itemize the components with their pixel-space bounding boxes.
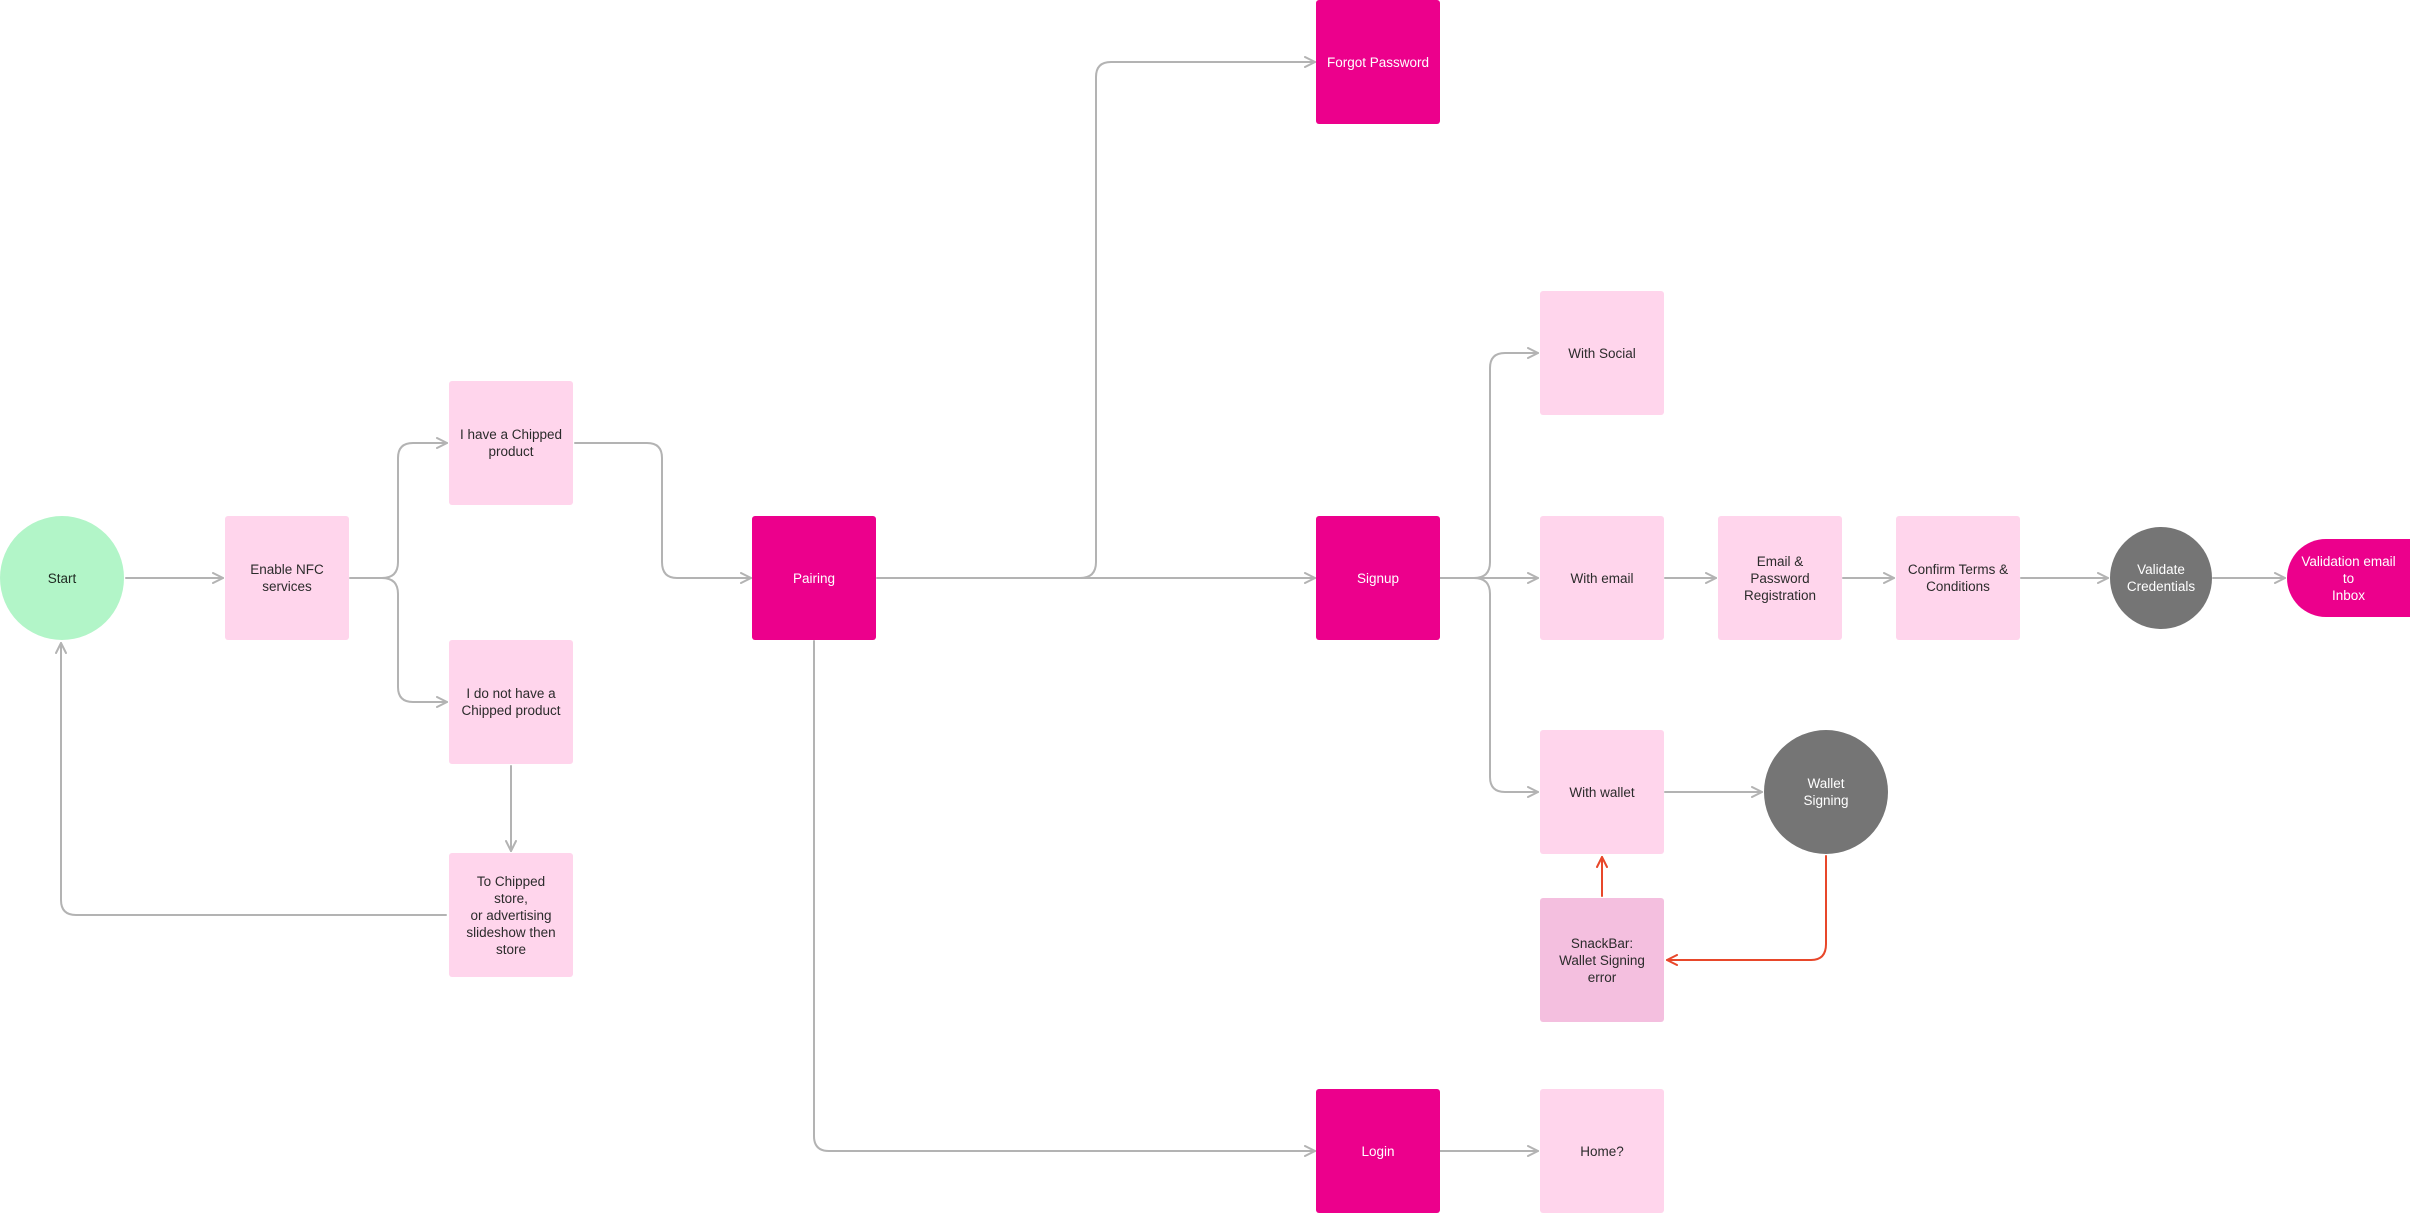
node-chipped-store-label: To Chipped store, or advertising slidesh… xyxy=(466,873,556,957)
node-with-email-label: With email xyxy=(1570,570,1634,586)
edge-wallet-signing-snackbar xyxy=(1666,855,1827,966)
node-snackbar-error-label: SnackBar: Wallet Signing error xyxy=(1559,935,1645,985)
node-validation-email[interactable]: Validation email to Inbox xyxy=(2287,539,2410,617)
node-email-password-registration[interactable]: Email & Password Registration xyxy=(1718,516,1842,640)
node-pairing-label: Pairing xyxy=(792,570,836,586)
edge-chipped-store-start xyxy=(55,642,447,916)
edge-have-chipped-pairing xyxy=(574,442,752,584)
edge-pairing-forgot-password xyxy=(1079,56,1316,579)
node-no-chipped-label: I do not have a Chipped product xyxy=(461,686,561,718)
node-wallet-signing[interactable]: Wallet Signing xyxy=(1764,730,1888,854)
edge-signup-with-wallet xyxy=(1473,577,1539,798)
node-with-social[interactable]: With Social xyxy=(1540,291,1664,415)
node-pairing[interactable]: Pairing xyxy=(752,516,876,640)
node-validate-credentials-label: Validate Credentials xyxy=(2126,562,2196,594)
edge-signup-with-social xyxy=(1473,347,1539,579)
node-validate-credentials[interactable]: Validate Credentials xyxy=(2110,527,2212,629)
node-no-chipped[interactable]: I do not have a Chipped product xyxy=(449,640,573,764)
edge-enable-nfc-no-chipped xyxy=(381,577,448,708)
node-snackbar-error[interactable]: SnackBar: Wallet Signing error xyxy=(1540,898,1664,1022)
edge-pairing-login xyxy=(813,640,1316,1157)
node-start[interactable]: Start xyxy=(0,516,124,640)
node-enable-nfc[interactable]: Enable NFC services xyxy=(225,516,349,640)
node-start-label: Start xyxy=(47,570,77,586)
node-chipped-store[interactable]: To Chipped store, or advertising slidesh… xyxy=(449,853,573,977)
node-home[interactable]: Home? xyxy=(1540,1089,1664,1213)
node-confirm-terms-label: Confirm Terms & Conditions xyxy=(1907,562,2009,594)
node-have-chipped[interactable]: I have a Chipped product xyxy=(449,381,573,505)
node-signup-label: Signup xyxy=(1356,570,1400,586)
node-signup[interactable]: Signup xyxy=(1316,516,1440,640)
node-have-chipped-label: I have a Chipped product xyxy=(459,427,563,459)
node-email-password-registration-label: Email & Password Registration xyxy=(1743,553,1817,603)
node-with-social-label: With Social xyxy=(1568,345,1636,361)
node-login-label: Login xyxy=(1361,1143,1395,1159)
node-enable-nfc-label: Enable NFC services xyxy=(250,562,324,594)
edge-enable-nfc-have-chipped xyxy=(349,437,448,579)
node-wallet-signing-label: Wallet Signing xyxy=(1803,776,1849,808)
node-with-wallet-label: With wallet xyxy=(1569,784,1635,800)
node-validation-email-label: Validation email to Inbox xyxy=(2301,553,2396,603)
node-home-label: Home? xyxy=(1580,1143,1624,1159)
node-login[interactable]: Login xyxy=(1316,1089,1440,1213)
node-forgot-password-label: Forgot Password xyxy=(1326,54,1430,70)
node-confirm-terms[interactable]: Confirm Terms & Conditions xyxy=(1896,516,2020,640)
node-with-email[interactable]: With email xyxy=(1540,516,1664,640)
node-forgot-password[interactable]: Forgot Password xyxy=(1316,0,1440,124)
node-with-wallet[interactable]: With wallet xyxy=(1540,730,1664,854)
